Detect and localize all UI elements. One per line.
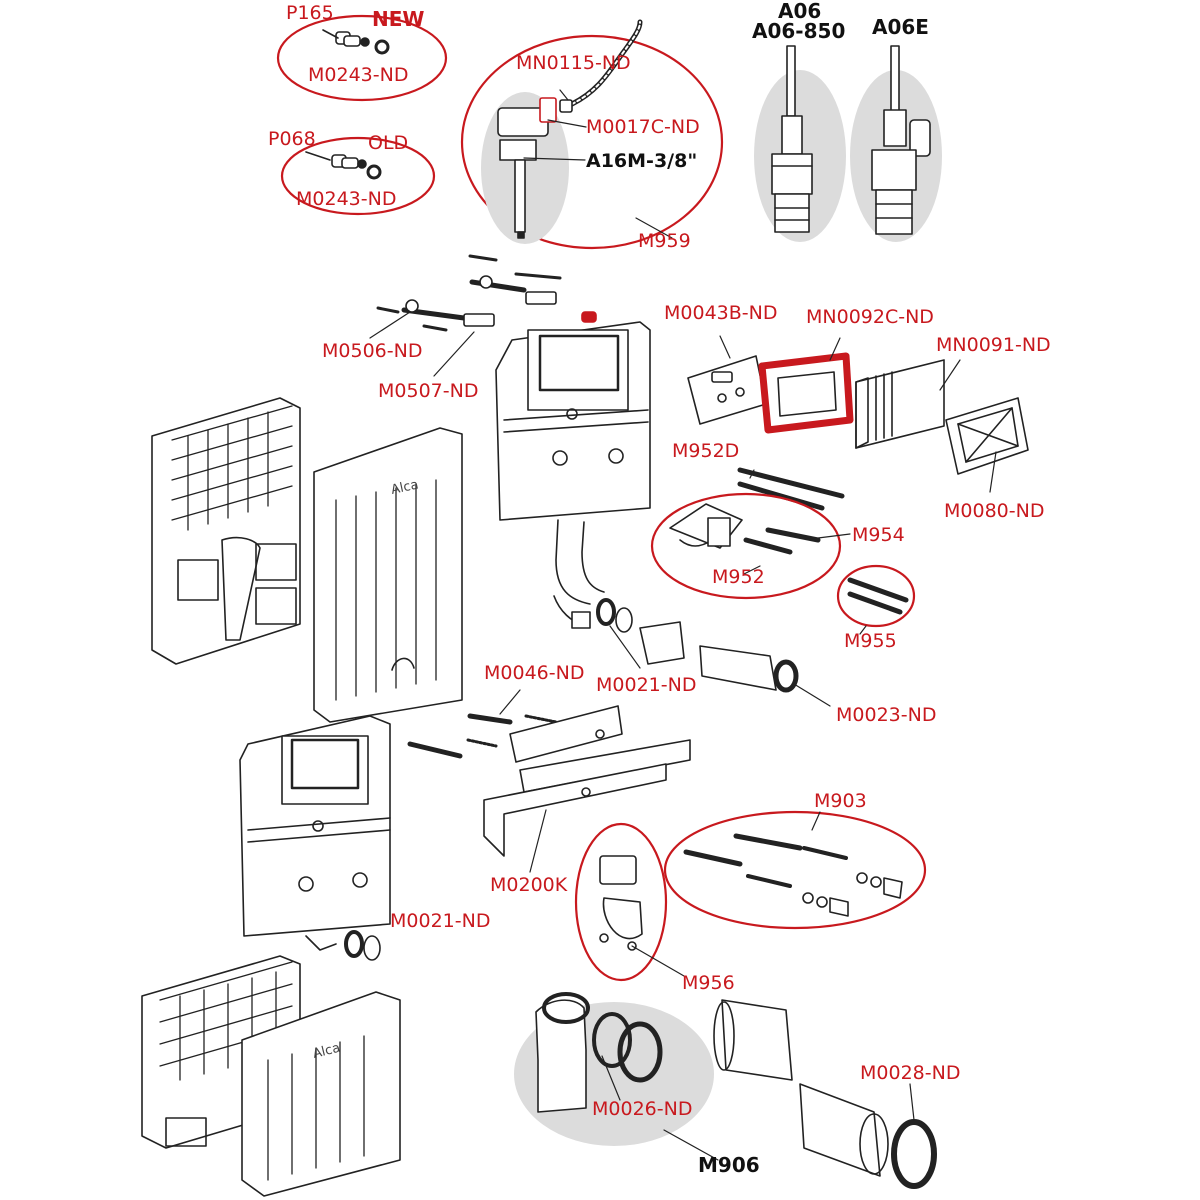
label-a06-850: A06-850	[752, 19, 846, 43]
flush-pipe-top	[639, 621, 777, 691]
m0021-bottom-gaskets	[344, 930, 381, 961]
upper-mounting-frame	[151, 397, 301, 665]
label-m0507: M0507-ND	[378, 380, 479, 402]
m0243-bottom-ring	[366, 164, 382, 180]
m0021-top-gaskets	[596, 598, 633, 633]
lower-cistern	[239, 715, 391, 951]
m0028-nd-gasket	[891, 1119, 937, 1189]
label-m0043b: M0043B-ND	[664, 302, 778, 324]
alca-logo-top: Alca	[390, 477, 420, 497]
m903-rods-and-nuts	[683, 833, 903, 917]
m0243-top-ring	[374, 39, 390, 55]
a06e-flush-valve	[871, 45, 931, 235]
mn0091-box	[855, 359, 945, 449]
label-mn0092c: MN0092C-ND	[806, 306, 934, 328]
label-m0021-bottom: M0021-ND	[390, 910, 491, 932]
m959-ellipse	[460, 34, 724, 250]
lower-shroud-panel	[241, 991, 401, 1197]
label-m906: M906	[698, 1153, 760, 1177]
p068-valve-part	[331, 154, 367, 169]
label-m0026: M0026-ND	[592, 1098, 693, 1120]
m0200k-bracket	[483, 705, 691, 857]
upper-shroud-panel	[313, 427, 463, 723]
new-kit-ellipse	[276, 14, 448, 102]
label-m0506: M0506-ND	[322, 340, 423, 362]
label-new: NEW	[372, 7, 425, 31]
label-old: OLD	[368, 132, 409, 154]
m906-bend	[535, 992, 663, 1113]
m0046-bolts	[407, 713, 513, 759]
old-kit-ellipse	[280, 136, 436, 216]
m952d-rods	[737, 467, 845, 511]
m0506-bolts	[376, 254, 527, 332]
label-m0021-top: M0021-ND	[596, 674, 697, 696]
m0046-springs	[466, 714, 558, 748]
label-m959: M959	[638, 230, 691, 252]
m956-clamp	[599, 855, 643, 951]
mn0092c-red-frame	[758, 352, 854, 434]
label-m0046: M0046-ND	[484, 662, 585, 684]
label-mn0091: MN0091-ND	[936, 334, 1051, 356]
label-m0200k: M0200K	[490, 874, 568, 896]
label-m0243-bottom: M0243-ND	[296, 188, 397, 210]
alca-logo-bottom: Alca	[311, 1041, 341, 1062]
label-m0080: M0080-ND	[944, 500, 1045, 522]
label-p165: P165	[286, 2, 334, 24]
label-a16m: A16M-3/8"	[586, 150, 698, 172]
label-m954: M954	[852, 524, 905, 546]
label-mn0115: MN0115-ND	[516, 52, 631, 74]
label-m0017c: M0017C-ND	[586, 116, 700, 138]
m956-ellipse	[574, 822, 668, 982]
a16m-fill-valve	[497, 97, 557, 239]
label-m952d: M952D	[672, 440, 740, 462]
label-p068: P068	[268, 128, 316, 150]
label-m0243-top: M0243-ND	[308, 64, 409, 86]
flush-pipe-bottom	[713, 999, 889, 1177]
label-a06: A06	[778, 0, 822, 23]
m0043b-frame	[687, 355, 767, 425]
m0080-cover	[945, 397, 1029, 475]
label-m0023: M0023-ND	[836, 704, 937, 726]
label-m0028: M0028-ND	[860, 1062, 961, 1084]
a06-flush-valve	[771, 45, 813, 233]
label-m956: M956	[682, 972, 735, 994]
upper-cistern	[495, 311, 651, 629]
label-a06e: A06E	[872, 15, 929, 39]
m0023-plug	[773, 659, 799, 693]
m952-rods	[743, 527, 821, 555]
m955-rods	[847, 577, 909, 615]
m0507-brackets	[463, 272, 562, 327]
p165-valve-part	[335, 31, 370, 47]
m955-ellipse	[836, 564, 916, 628]
label-m903: M903	[814, 790, 867, 812]
m903-ellipse	[663, 810, 927, 930]
label-m955: M955	[844, 630, 897, 652]
m952-actuator	[669, 503, 743, 549]
label-m952: M952	[712, 566, 765, 588]
m954-ellipse	[650, 492, 842, 600]
